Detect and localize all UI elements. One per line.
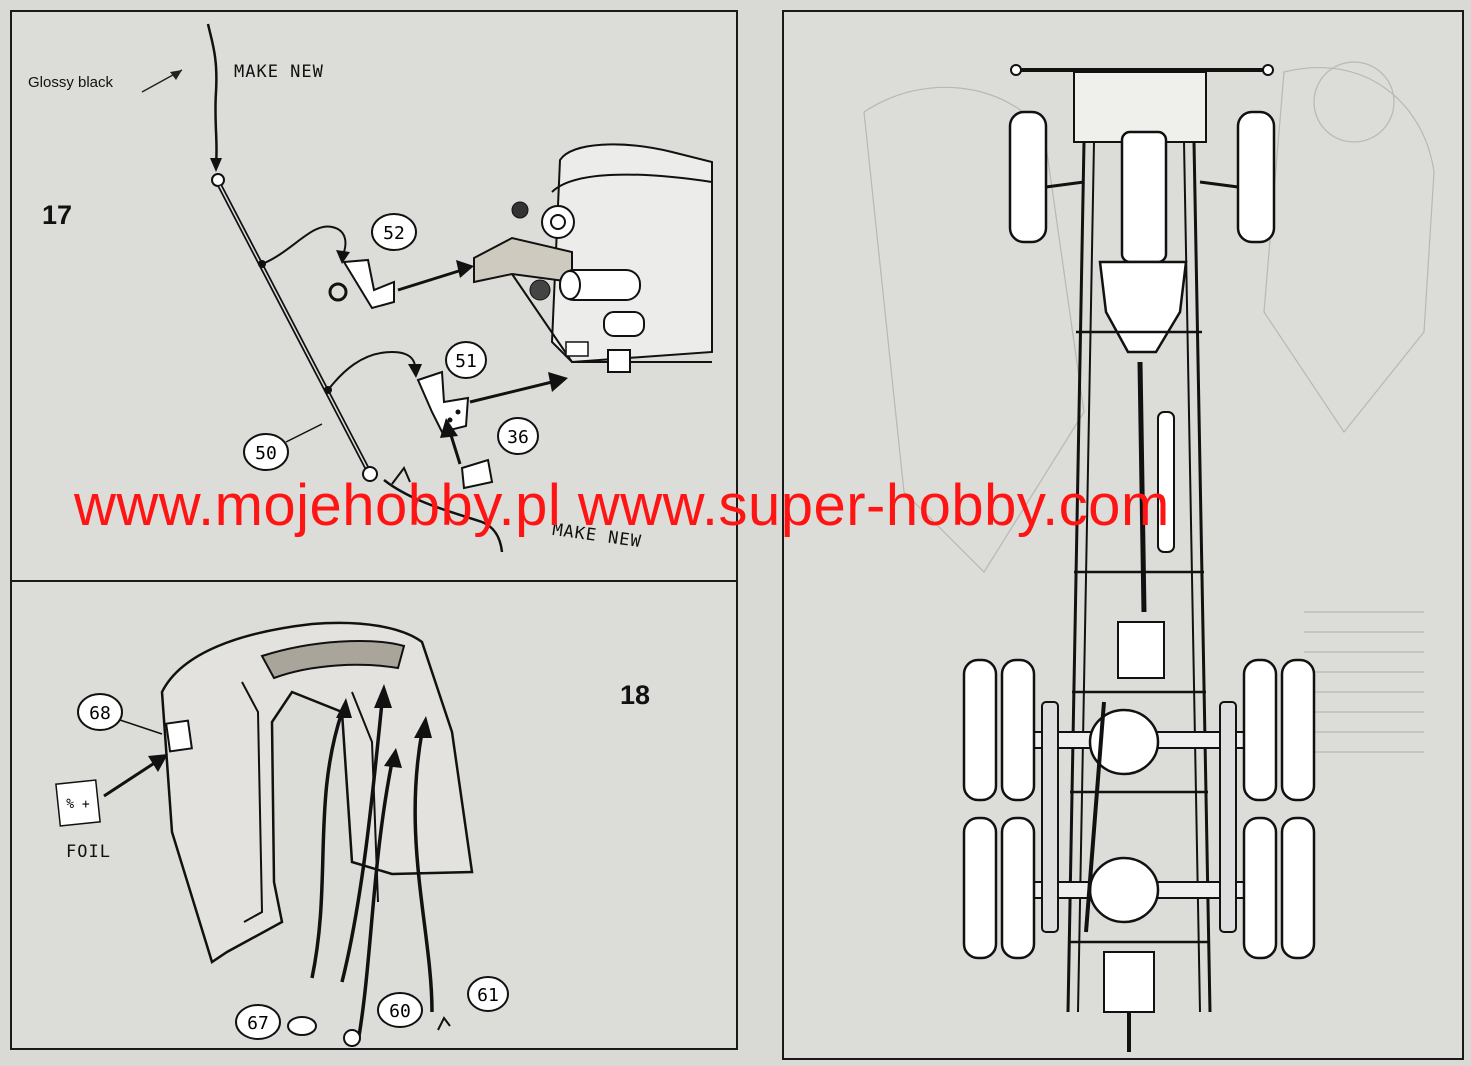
make-new-label-top: MAKE NEW [234, 62, 324, 82]
step-18-drawing: 68 % + 67 60 61 [55, 621, 509, 1047]
part-label-50: 50 [255, 443, 277, 464]
part-label-36: 36 [507, 427, 529, 448]
step-17-panel: 17 Glossy black MAKE NEW MAKE NEW 52 51 [10, 10, 738, 582]
part-label-68: 68 [89, 703, 111, 724]
foil-mark: % + [66, 797, 90, 812]
part-label-67: 67 [247, 1013, 269, 1034]
step-number: 18 [620, 680, 651, 710]
step-number: 17 [42, 200, 73, 230]
step-18-panel: 18 FOIL 68 % + 67 60 61 [10, 580, 738, 1050]
foil-label: FOIL [66, 842, 111, 862]
part-label-51: 51 [455, 351, 477, 372]
part-label-60: 60 [389, 1001, 411, 1022]
part-label-61: 61 [477, 985, 499, 1006]
chassis-panel [782, 10, 1464, 1060]
step-17-drawing: 52 51 36 50 [141, 23, 713, 553]
watermark: www.mojehobby.pl www.super-hobby.com [74, 473, 1170, 538]
chassis-drawing [863, 61, 1435, 1052]
part-label-52: 52 [383, 223, 405, 244]
paint-note: Glossy black [28, 74, 114, 91]
